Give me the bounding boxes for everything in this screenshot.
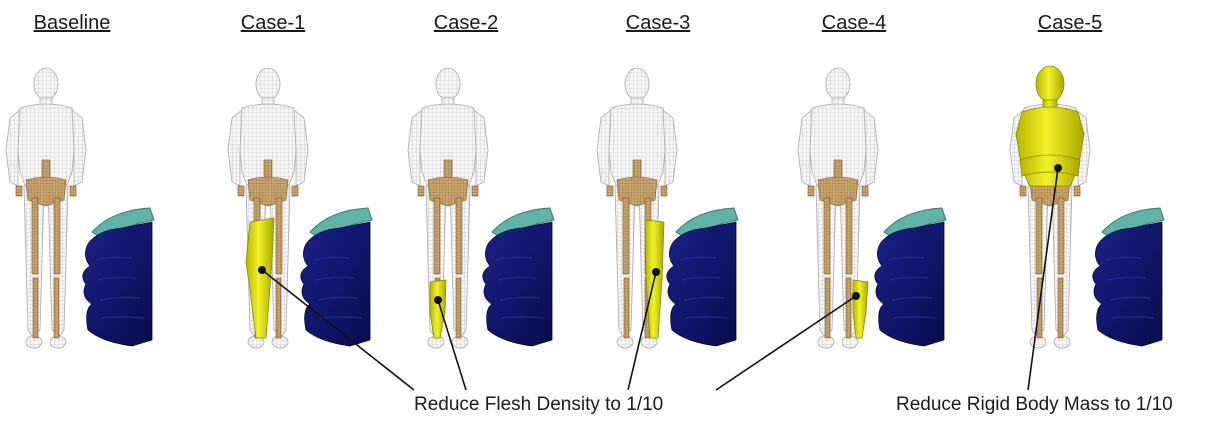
highlight-leg-case-2 xyxy=(430,280,446,338)
figure-case-4 xyxy=(798,68,946,348)
figure-baseline xyxy=(6,68,154,348)
vehicle-case-5 xyxy=(1093,208,1164,346)
leader-line-case-4 xyxy=(716,296,856,390)
leader-dot-case-1 xyxy=(258,266,266,274)
vehicle-case-4 xyxy=(875,208,946,346)
figure-case-2 xyxy=(408,68,554,348)
vehicle-case-3 xyxy=(667,208,738,346)
vehicle-case-1 xyxy=(301,208,372,346)
figure-case-1 xyxy=(228,68,372,348)
figure-case-5 xyxy=(1010,66,1164,348)
leader-dot-case-3 xyxy=(652,268,660,276)
highlight-leg-case-4 xyxy=(853,280,868,338)
leader-dot-case-5 xyxy=(1054,164,1062,172)
figure-case-3 xyxy=(597,68,738,348)
vehicle-baseline xyxy=(83,208,154,346)
human-model-case-2 xyxy=(408,68,488,348)
highlight-rigid-body-case-5 xyxy=(1016,66,1084,186)
human-model-baseline xyxy=(6,68,86,348)
vehicle-case-2 xyxy=(483,208,554,346)
annotation-flesh-density: Reduce Flesh Density to 1/10 xyxy=(414,394,663,416)
leader-dot-case-4 xyxy=(852,292,860,300)
leader-dot-case-2 xyxy=(434,296,442,304)
annotation-rigid-body-mass: Reduce Rigid Body Mass to 1/10 xyxy=(896,394,1173,416)
human-model-case-3 xyxy=(597,68,677,348)
